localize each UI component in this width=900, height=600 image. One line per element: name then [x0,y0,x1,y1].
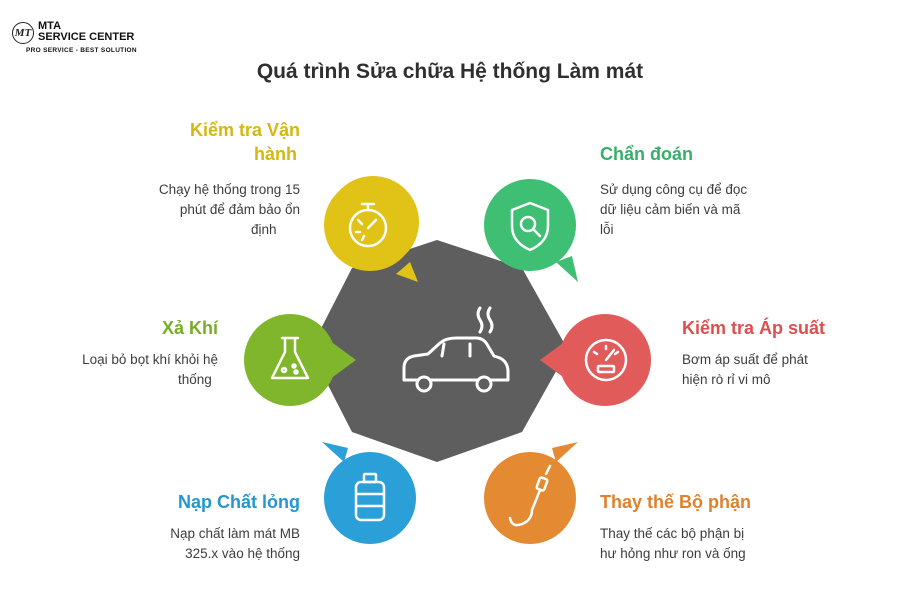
brand-logo: MT MTA SERVICE CENTER PRO SERVICE - BEST… [12,18,152,56]
flask-icon [270,336,310,380]
logo-tagline: PRO SERVICE - BEST SOLUTION [26,47,137,54]
petal-kiem-tra-ap-suat[interactable] [540,314,651,406]
step-desc-chan-doan: Sử dụng công cụ để đọc dữ liệu cảm biến … [600,180,800,240]
step-desc-thay-the-bo-phan: Thay thế các bộ phận bị hư hỏng như ron … [600,524,820,564]
hose-icon [508,464,552,527]
desc-line: Thay thế các bộ phận bị [600,526,745,541]
stopwatch-icon [348,202,388,248]
step-title-thay-the-bo-phan: Thay thế Bộ phận [600,492,752,512]
step-title-nap-chat-long: Nạp Chất lỏng [178,492,300,512]
petal-chan-doan[interactable] [484,179,578,282]
step-title-line: Kiểm tra Vận [189,120,300,140]
desc-line: Sử dụng công cụ để đọc [600,182,748,197]
petal-xa-khi[interactable] [244,314,356,406]
desc-line: Bơm áp suất để phát [682,352,808,367]
desc-line: dữ liệu cảm biến và mã [600,202,741,217]
step-title-xa-khi: Xả Khí [161,318,218,338]
logo-line-2: SERVICE CENTER [38,31,135,43]
logo-mark: MT [12,22,34,44]
desc-line: Nạp chất làm mát MB [170,526,300,541]
desc-line: Loại bỏ bọt khí khỏi hệ [82,352,218,367]
step-title-kiem-tra-van-hanh: Kiểm tra Vận hành [120,118,300,166]
desc-line: định [251,222,277,237]
desc-line: Chạy hệ thống trong 15 [158,182,300,197]
car-overheating-icon [402,306,510,393]
step-title-kiem-tra-ap-suat: Kiểm tra Áp suất [682,318,826,338]
desc-line: hư hỏng như ron và ống [600,546,746,561]
desc-line: hiện rò rỉ vi mô [682,372,771,387]
desc-line: phút để đảm bảo ổn [179,202,300,217]
step-desc-kiem-tra-van-hanh: Chạy hệ thống trong 15 phút để đảm bảo ổ… [110,180,300,240]
petal-thay-the-bo-phan[interactable] [484,442,578,544]
desc-line: 325.x vào hệ thống [185,546,300,561]
step-desc-xa-khi: Loại bỏ bọt khí khỏi hệ thống [40,350,218,390]
step-title-line: hành [254,144,297,164]
desc-line: thống [178,372,212,387]
petal-nap-chat-long[interactable] [322,442,416,544]
page-title: Quá trình Sửa chữa Hệ thống Làm mát [256,60,644,83]
petal-kiem-tra-van-hanh[interactable] [308,157,438,287]
center-hub [310,240,568,462]
coolant-bottle-icon [354,472,386,522]
step-desc-kiem-tra-ap-suat: Bơm áp suất để phát hiện rò rỉ vi mô [682,350,882,390]
shield-search-icon [510,201,550,252]
logo-line-1: MTA [38,20,62,32]
step-desc-nap-chat-long: Nạp chất làm mát MB 325.x vào hệ thống [90,524,300,564]
step-title-chan-doan: Chẩn đoán [600,144,693,164]
pressure-gauge-icon [584,338,628,382]
desc-line: lỗi [600,222,614,237]
